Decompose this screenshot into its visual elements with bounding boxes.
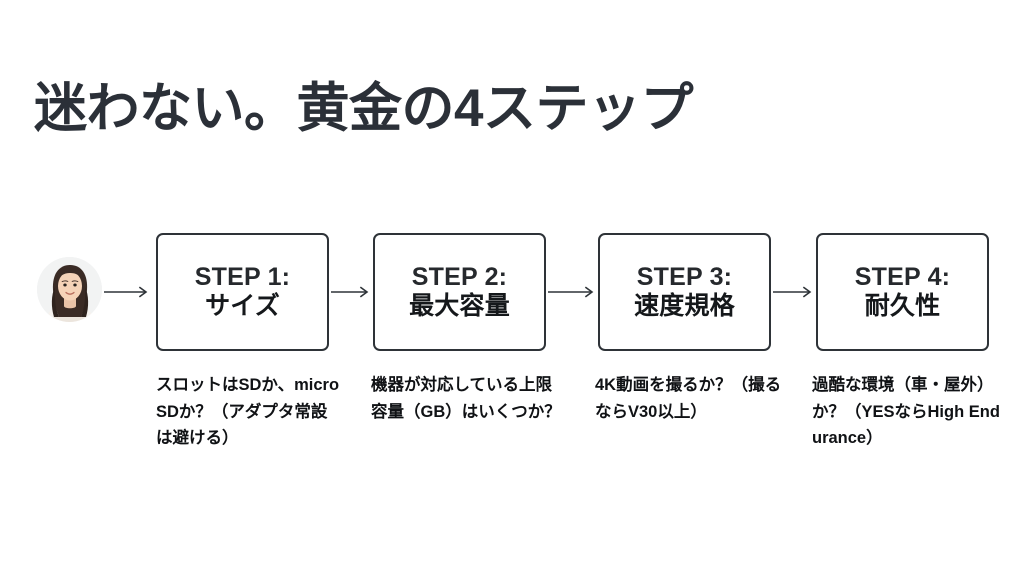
step-4-heading: STEP 4: (854, 262, 951, 291)
step-3-caption: 4K動画を撮るか？（撮るならV30以上） (595, 376, 782, 421)
step-1-subtitle: サイズ (205, 292, 280, 320)
step-2-caption: 機器が対応している上限容量（GB）はいくつか？ (371, 376, 561, 421)
step-1-heading: STEP 1: (194, 262, 291, 291)
step-1-caption: スロットはSDか、microSDか？（アダプタ常設は避ける） (156, 376, 340, 448)
step-box-2[interactable]: STEP 2: 最大容量 (373, 233, 546, 351)
step-3-heading: STEP 3: (636, 262, 733, 291)
step-4-subtitle: 耐久性 (864, 292, 941, 320)
step-4-caption: 過酷な環境（車・屋外）か？（YESならHigh Endurance） (812, 376, 1000, 448)
arrow-step1-to-step2 (331, 286, 371, 298)
step-box-4[interactable]: STEP 4: 耐久性 (816, 233, 989, 351)
arrow-step2-to-step3 (548, 286, 596, 298)
page-title: 迷わない。黄金の4ステップ (34, 78, 693, 138)
step-box-1[interactable]: STEP 1: サイズ (156, 233, 329, 351)
presenter-avatar (37, 257, 102, 322)
step-box-3[interactable]: STEP 3: 速度規格 (598, 233, 771, 351)
step-3-subtitle: 速度規格 (634, 292, 735, 320)
arrow-step3-to-step4 (773, 286, 814, 298)
step-2-heading: STEP 2: (411, 262, 508, 291)
step-2-subtitle: 最大容量 (409, 292, 510, 320)
arrow-avatar-to-step1 (104, 286, 152, 298)
